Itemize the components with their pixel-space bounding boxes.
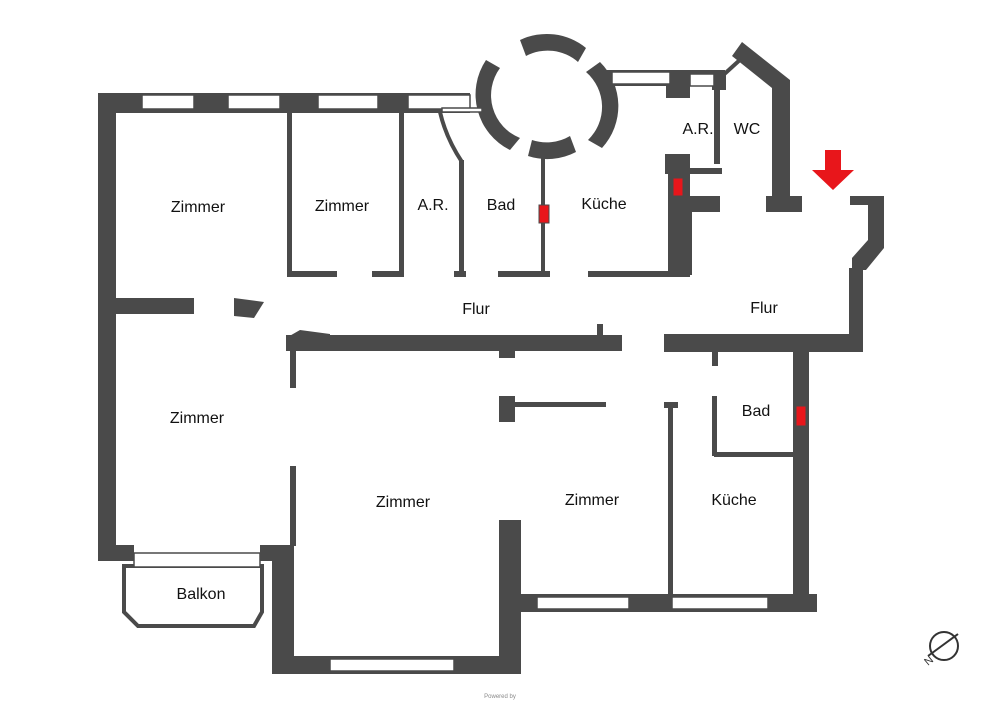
room-label-zimmer-center: Zimmer xyxy=(375,494,431,511)
interior-walls xyxy=(98,84,796,628)
room-label-zimmer-top: Zimmer xyxy=(314,198,370,215)
room-label-balkon: Balkon xyxy=(176,586,226,603)
room-label-kueche-top: Küche xyxy=(581,196,627,213)
room-label-kueche-right: Küche xyxy=(711,492,757,509)
entrance-arrow-icon xyxy=(812,150,854,190)
room-label-flur-right: Flur xyxy=(750,300,778,317)
chimney-kueche xyxy=(672,177,684,197)
chimneys xyxy=(538,177,807,427)
room-label-bad-top: Bad xyxy=(486,197,516,214)
chimney-bad-right xyxy=(795,405,807,427)
room-label-zimmer-right: Zimmer xyxy=(564,492,620,509)
door-arcs xyxy=(438,56,744,164)
room-label-ar-top: A.R. xyxy=(417,197,449,214)
room-label-wc: WC xyxy=(733,121,761,138)
room-label-zimmer-left: Zimmer xyxy=(169,410,225,427)
chimney-bad xyxy=(538,204,550,224)
room-label-zimmer-top-left: Zimmer xyxy=(170,199,226,216)
compass-north-icon: N xyxy=(922,631,959,668)
room-label-flur-left: Flur xyxy=(462,301,490,318)
powered-by-footer: Powered by xyxy=(484,694,516,700)
room-label-bad-right: Bad xyxy=(741,403,771,420)
round-tower xyxy=(475,33,619,160)
room-label-ar-right: A.R. xyxy=(682,121,714,138)
windows xyxy=(133,71,769,672)
outer-walls xyxy=(98,42,884,674)
